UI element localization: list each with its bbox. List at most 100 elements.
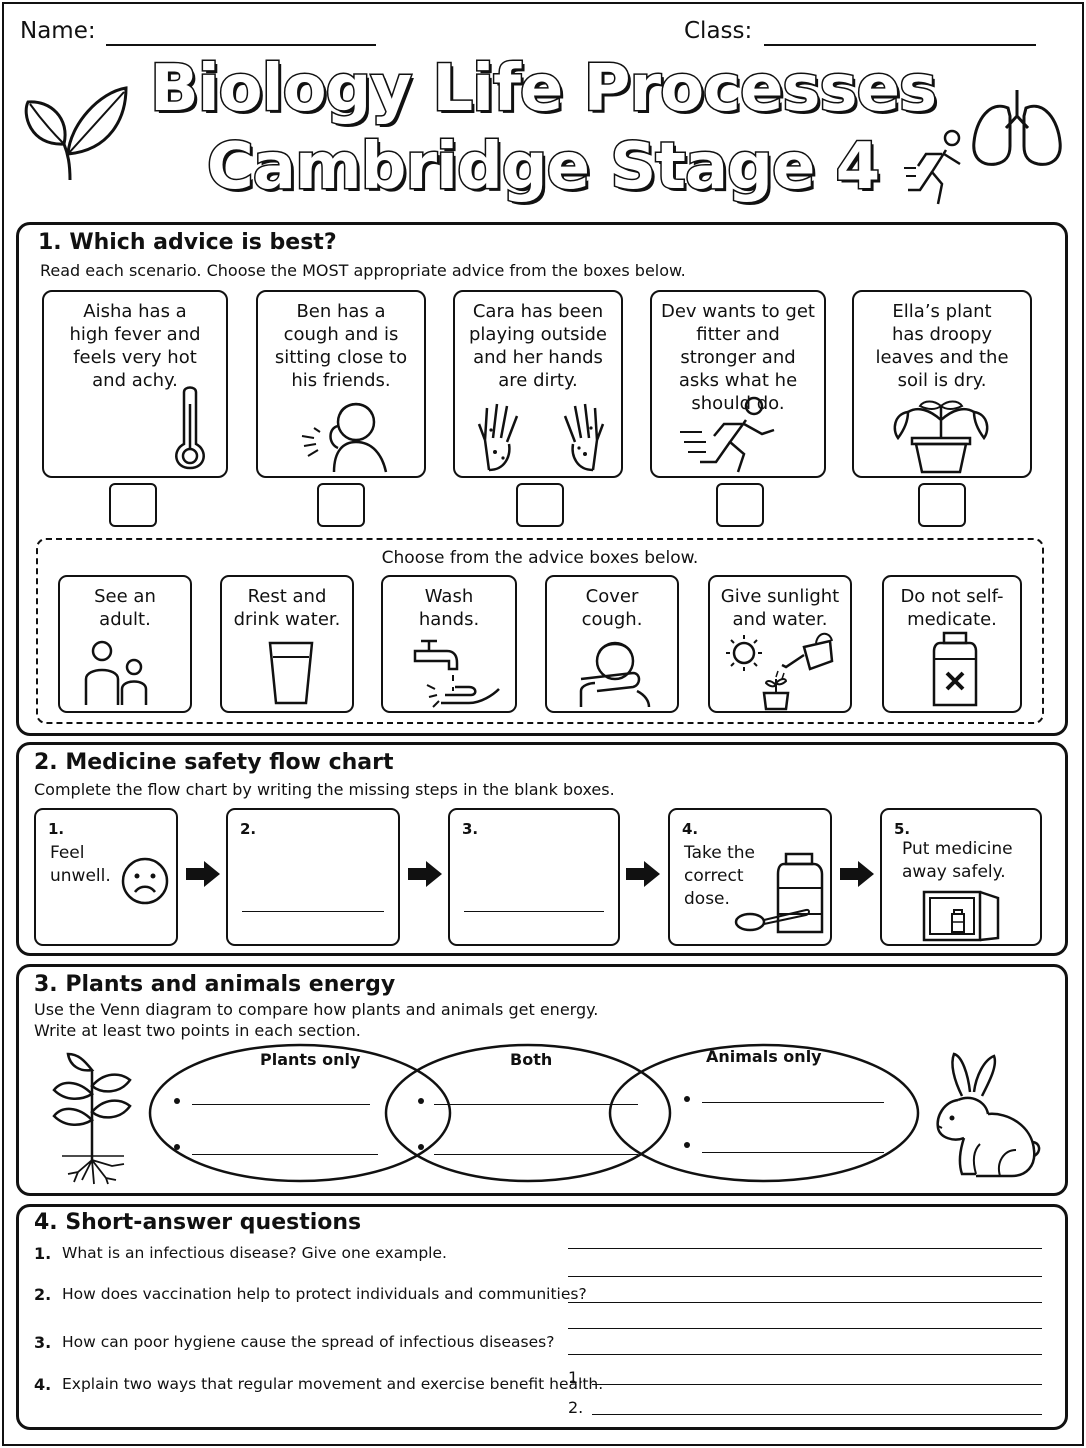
flow-step-number: 5.	[894, 820, 911, 838]
venn-answer-line[interactable]	[434, 1154, 638, 1155]
scenario-text: Cara has been playing outside and her ha…	[468, 301, 608, 391]
bullet	[174, 1098, 180, 1104]
answer-box-ben[interactable]	[317, 483, 365, 527]
flow-step-number: 3.	[462, 820, 479, 838]
lungs-icon	[970, 86, 1064, 170]
section-1-title: 1. Which advice is best?	[38, 230, 337, 255]
question-2-text: How does vaccination help to protect ind…	[62, 1285, 587, 1303]
advice-card-no-self-medicate: Do not self-medicate.	[882, 575, 1022, 713]
bullet	[174, 1144, 180, 1150]
section-flow-chart	[16, 742, 1068, 956]
medicine-spoon-icon	[734, 850, 826, 938]
question-4-text: Explain two ways that regular movement a…	[62, 1375, 604, 1393]
advice-text: See an adult.	[94, 586, 156, 630]
scenario-text: Ben has a cough and is sitting close to …	[274, 301, 408, 391]
answer-line[interactable]	[568, 1248, 1042, 1249]
class-field[interactable]	[764, 44, 1036, 46]
section-short-answer	[16, 1204, 1068, 1430]
scenario-text: Dev wants to get fitter and stronger and…	[661, 301, 815, 414]
bullet	[684, 1096, 690, 1102]
thermometer-icon	[168, 384, 212, 470]
question-number: 1.	[34, 1244, 52, 1263]
water-glass-icon	[268, 639, 314, 705]
flow-step-answer-line[interactable]	[464, 911, 604, 912]
advice-text: Do not self-medicate.	[900, 586, 1004, 630]
answer-box-dev[interactable]	[716, 483, 764, 527]
venn-answer-line[interactable]	[702, 1102, 884, 1103]
flow-step-number: 2.	[240, 820, 257, 838]
answer-label: 2.	[568, 1398, 584, 1417]
venn-answer-line[interactable]	[192, 1154, 378, 1155]
venn-label-animals: Animals only	[706, 1047, 822, 1066]
advice-card-wash-hands: Wash hands.	[381, 575, 517, 713]
flow-step-3: 3.	[448, 808, 620, 946]
flow-step-answer-line[interactable]	[242, 911, 384, 912]
scenario-text: Aisha has a high fever and feels very ho…	[69, 301, 201, 391]
flow-step-text: Feel unwell.	[50, 843, 111, 886]
question-3-text: How can poor hygiene cause the spread of…	[62, 1333, 555, 1351]
arrow-right-icon	[840, 861, 874, 887]
arrow-right-icon	[626, 861, 660, 887]
section-2-instructions: Complete the flow chart by writing the m…	[34, 780, 615, 799]
tap-hands-icon	[411, 633, 501, 709]
venn-circle-plants	[150, 1045, 450, 1181]
advice-card-sunlight-water: Give sunlight and water.	[708, 575, 852, 713]
sad-face-icon	[120, 856, 170, 906]
scenario-text: Ella’s plant has droopy leaves and the s…	[875, 301, 1009, 391]
question-number: 3.	[34, 1333, 52, 1352]
flow-step-text: Put medicine away safely.	[902, 839, 1013, 882]
venn-circle-both	[386, 1045, 670, 1181]
section-1-instructions: Read each scenario. Choose the MOST appr…	[40, 261, 686, 280]
cover-cough-icon	[577, 635, 653, 709]
name-field[interactable]	[106, 44, 376, 46]
flow-step-number: 1.	[48, 820, 65, 838]
advice-text: Wash hands.	[418, 586, 480, 630]
advice-text: Cover cough.	[581, 586, 643, 630]
title-line-2: Cambridge Stage 4	[205, 129, 881, 206]
venn-label-both: Both	[510, 1050, 553, 1069]
venn-label-plants: Plants only	[260, 1050, 361, 1069]
bullet	[418, 1098, 424, 1104]
scenario-card-aisha: Aisha has a high fever and feels very ho…	[42, 290, 228, 478]
section-3-instructions-2: Write at least two points in each sectio…	[34, 1021, 361, 1040]
running-person-icon	[902, 128, 972, 212]
venn-answer-line[interactable]	[434, 1104, 638, 1105]
running-person-icon	[680, 396, 778, 474]
flow-step-5: 5. Put medicine away safely.	[880, 808, 1042, 946]
rabbit-icon	[932, 1050, 1042, 1182]
flow-step-2: 2.	[226, 808, 400, 946]
venn-answer-line[interactable]	[702, 1152, 884, 1153]
advice-text: Give sunlight and water.	[720, 586, 840, 630]
section-3-instructions-1: Use the Venn diagram to compare how plan…	[34, 1000, 599, 1019]
medicine-bottle-cross-icon	[932, 631, 978, 707]
bullet	[684, 1142, 690, 1148]
answer-line[interactable]	[568, 1302, 1042, 1303]
advice-card-cover-cough: Cover cough.	[545, 575, 679, 713]
answer-line[interactable]	[568, 1276, 1042, 1277]
plant-roots-icon	[48, 1050, 138, 1186]
leaf-icon	[20, 84, 132, 184]
section-3-title: 3. Plants and animals energy	[34, 972, 396, 997]
answer-line[interactable]	[568, 1328, 1042, 1329]
answer-line[interactable]	[592, 1384, 1042, 1385]
answer-box-ella[interactable]	[918, 483, 966, 527]
answer-box-aisha[interactable]	[109, 483, 157, 527]
venn-diagram	[140, 1036, 940, 1186]
venn-answer-line[interactable]	[192, 1104, 370, 1105]
answer-line[interactable]	[592, 1414, 1042, 1415]
section-venn	[16, 964, 1068, 1196]
answer-line[interactable]	[568, 1354, 1042, 1355]
arrow-right-icon	[186, 861, 220, 887]
venn-circle-animals	[610, 1045, 918, 1181]
droopy-plant-icon	[890, 396, 992, 474]
question-number: 2.	[34, 1285, 52, 1304]
flow-step-text: Take the correct dose.	[684, 843, 755, 909]
scenario-card-ella: Ella’s plant has droopy leaves and the s…	[852, 290, 1032, 478]
coughing-boy-icon	[298, 398, 394, 474]
advice-options-area: Choose from the advice boxes below.	[36, 538, 1044, 724]
advice-card-rest-water: Rest and drink water.	[220, 575, 354, 713]
question-number: 4.	[34, 1375, 52, 1394]
answer-box-cara[interactable]	[516, 483, 564, 527]
scenario-card-cara: Cara has been playing outside and her ha…	[453, 290, 623, 478]
